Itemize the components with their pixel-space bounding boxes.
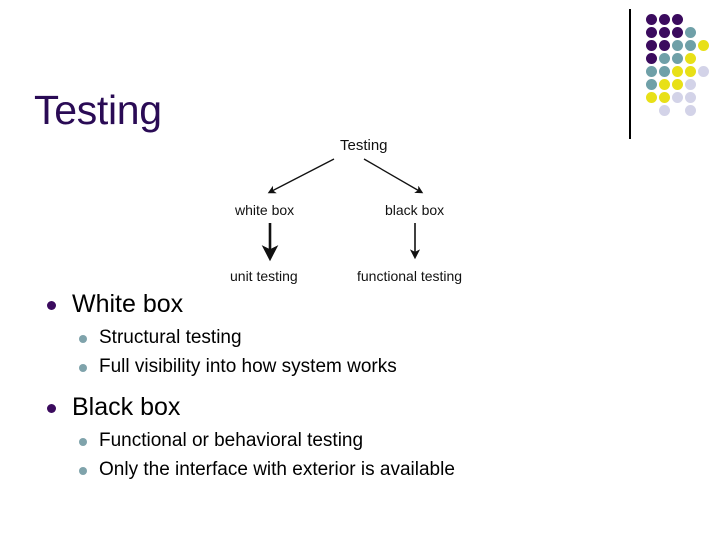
dot-purple [646, 14, 657, 25]
dot-purple [672, 14, 683, 25]
dot-lavender [672, 92, 683, 103]
bullet-marker-icon [47, 404, 56, 413]
dot-teal [659, 53, 670, 64]
dot-yellow [646, 92, 657, 103]
outline-label-level1: Black box [72, 393, 181, 421]
sub-bullet-marker-icon [79, 438, 87, 446]
dot-yellow [672, 79, 683, 90]
diagram-leaf-label-0: unit testing [230, 268, 298, 284]
dot-lavender [685, 79, 696, 90]
dot-teal [646, 66, 657, 77]
outline-item-level2: Only the interface with exterior is avai… [0, 456, 720, 485]
dot-teal [646, 79, 657, 90]
vertical-rule-divider [629, 9, 631, 139]
dot-yellow [672, 66, 683, 77]
diagram-arrow-root-to-black-box [363, 158, 424, 194]
outline-label-level1: White box [72, 290, 184, 318]
outline-item-level1: White box [0, 288, 720, 324]
dot-purple [659, 27, 670, 38]
outline-label-level2: Structural testing [99, 327, 242, 348]
dot-teal [685, 27, 696, 38]
dot-purple [672, 27, 683, 38]
dot-lavender [659, 105, 670, 116]
testing-taxonomy-diagram: Testing white box black box unit testing… [222, 126, 498, 288]
dot-yellow [659, 79, 670, 90]
decorative-dot-grid [626, 6, 720, 139]
page-title: Testing [34, 87, 162, 134]
diagram-leaf-label-1: functional testing [357, 268, 462, 284]
diagram-root-label: Testing [340, 137, 388, 154]
dot-yellow [659, 92, 670, 103]
outline-item-level1: Black box [0, 391, 720, 427]
sub-bullet-marker-icon [79, 467, 87, 475]
outline-label-level2: Functional or behavioral testing [99, 430, 364, 451]
dot-yellow [698, 40, 709, 51]
dot-teal [672, 40, 683, 51]
dot-purple [646, 27, 657, 38]
dot-teal [659, 66, 670, 77]
outline-group-spacer [0, 382, 720, 391]
outline-label-level2: Only the interface with exterior is avai… [99, 459, 455, 480]
diagram-branch-label-1: black box [385, 202, 444, 218]
outline-item-level2: Full visibility into how system works [0, 353, 720, 382]
dot-purple [659, 40, 670, 51]
dot-lavender [685, 105, 696, 116]
diagram-branch-label-0: white box [234, 202, 294, 218]
outline-label-level2: Full visibility into how system works [99, 356, 397, 377]
dot-purple [646, 53, 657, 64]
diagram-arrow-root-to-white-box [267, 158, 335, 194]
dot-yellow [685, 66, 696, 77]
bullet-marker-icon [47, 301, 56, 310]
dot-yellow [685, 53, 696, 64]
dot-teal [672, 53, 683, 64]
dot-lavender [685, 92, 696, 103]
dot-lavender [698, 66, 709, 77]
dot-teal [685, 40, 696, 51]
dot-purple [659, 14, 670, 25]
sub-bullet-marker-icon [79, 335, 87, 343]
sub-bullet-marker-icon [79, 364, 87, 372]
outline-item-level2: Structural testing [0, 324, 720, 353]
outline-item-level2: Functional or behavioral testing [0, 427, 720, 456]
dot-purple [646, 40, 657, 51]
